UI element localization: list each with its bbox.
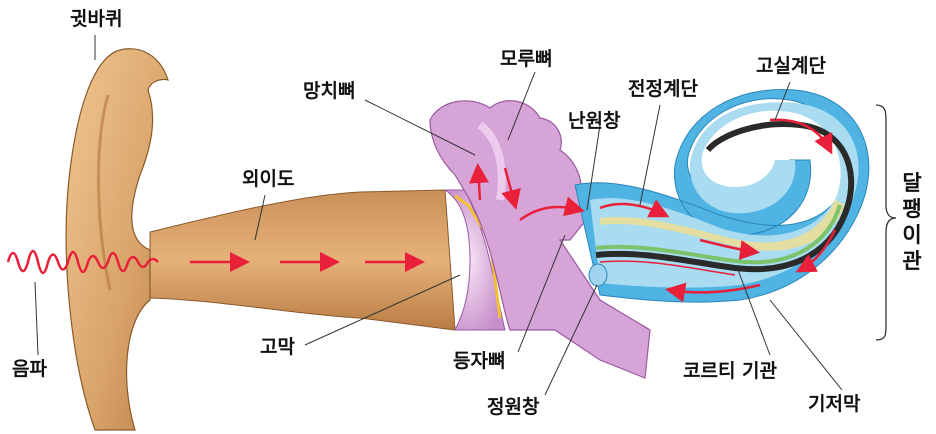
- round-window-shape: [588, 263, 608, 287]
- eardrum-shape: [443, 189, 506, 331]
- label-auricle: 귓바퀴: [70, 8, 123, 30]
- propagation-arrows: [190, 118, 837, 303]
- cochlea-bracket: [875, 104, 897, 341]
- auricle-shape: [65, 48, 169, 431]
- label-eardrum: 고막: [260, 336, 295, 358]
- label-oval-window: 난원창: [568, 110, 621, 132]
- label-cochlea: 달팽이관: [902, 171, 922, 273]
- label-malleus: 망치뼈: [303, 80, 356, 102]
- ear-canal-shape: [149, 189, 456, 331]
- leader-lines: [34, 35, 843, 396]
- label-organ-of-corti: 코르티 기관: [683, 360, 778, 382]
- sound-wave-shape: [6, 249, 159, 275]
- label-incus: 모루뼈: [500, 48, 553, 70]
- label-scala-tympani: 고실계단: [756, 55, 826, 77]
- label-round-window: 정원창: [487, 396, 540, 418]
- label-sound-wave: 음파: [12, 358, 47, 380]
- label-scala-vestibuli: 전정계단: [628, 78, 698, 100]
- label-stapes: 등자뼈: [453, 350, 506, 372]
- label-basilar-membrane: 기저막: [808, 393, 861, 415]
- label-ear-canal: 외이도: [242, 168, 295, 190]
- basilar-membrane-shape: [595, 121, 855, 273]
